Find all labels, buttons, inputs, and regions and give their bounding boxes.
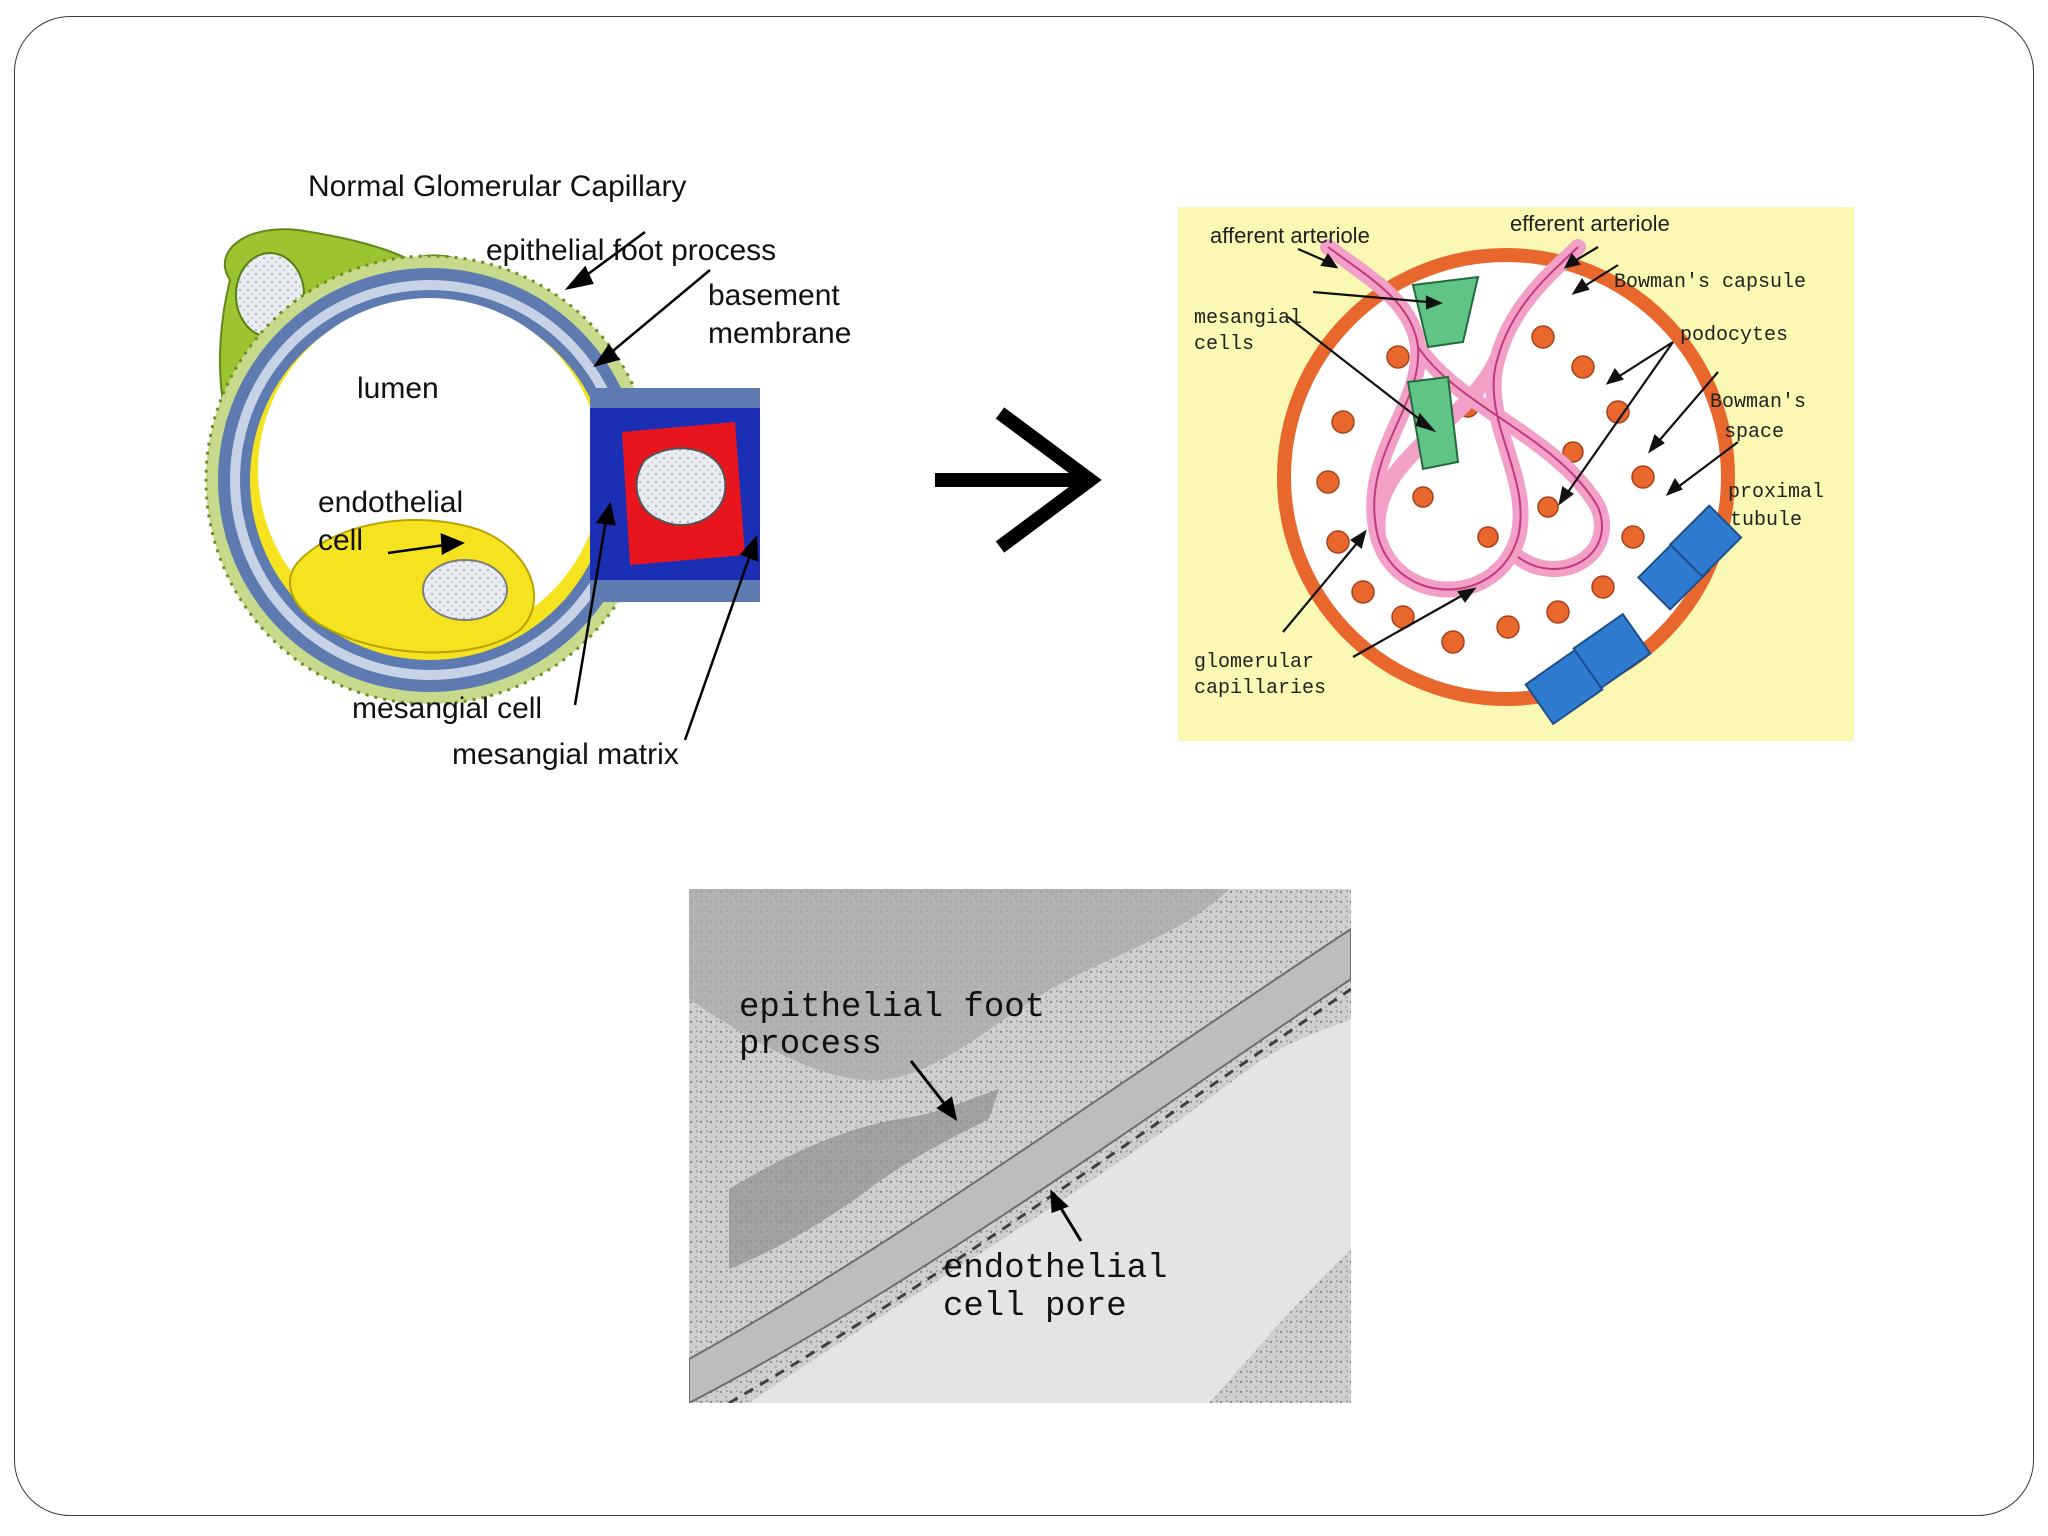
label-efferent: efferent arteriole	[1510, 211, 1670, 236]
label-mesangial-matrix: mesangial matrix	[452, 738, 679, 771]
label-mesangial-cell: mesangial cell	[352, 692, 542, 725]
label-em-pore-1: endothelial	[943, 1250, 1167, 1288]
mesangial-nucleus	[635, 447, 727, 526]
mesangial-bm-top	[590, 388, 760, 408]
glomerulus-diagram: afferent arteriole efferent arteriole Bo…	[1178, 207, 1854, 741]
label-bowmans-space-2: space	[1724, 421, 1784, 444]
right-arrow-icon	[935, 407, 1102, 553]
label-basement-2: membrane	[708, 317, 851, 350]
capillary-leaders	[387, 230, 759, 741]
electron-micrograph: epithelial foot process endothelial cell…	[689, 889, 1351, 1403]
label-em-pore-2: cell pore	[943, 1288, 1127, 1326]
basement-membrane-band	[689, 927, 1351, 1403]
label-mesangial-2: cells	[1194, 333, 1254, 356]
micrograph-arrows	[909, 1060, 1083, 1242]
epithelial-cytoplasm	[689, 889, 1229, 1081]
endothelial-fenestrations	[728, 987, 1351, 1403]
capillary-title: Normal Glomerular Capillary	[308, 170, 686, 203]
label-em-foot-1: epithelial foot	[739, 989, 1045, 1027]
foot-processes	[729, 1089, 999, 1269]
label-glomerular-2: capillaries	[1194, 677, 1326, 700]
capillary-diagram: Normal Glomerular Capillary epithelial f…	[204, 170, 851, 771]
label-bowmans-space-1: Bowman's	[1710, 391, 1806, 414]
label-proximal-1: proximal	[1728, 481, 1824, 504]
capillary-lumen-region	[749, 1019, 1351, 1403]
label-glomerular-1: glomerular	[1194, 651, 1314, 674]
label-proximal-2: tubule	[1730, 509, 1802, 532]
label-afferent: afferent arteriole	[1210, 223, 1370, 248]
label-mesangial-1: mesangial	[1194, 307, 1302, 330]
mesangial-bm-bottom	[590, 580, 760, 602]
label-podocytes: podocytes	[1680, 324, 1788, 347]
label-endothelial-1: endothelial	[318, 486, 463, 519]
label-foot-process: epithelial foot process	[486, 234, 776, 267]
mesangial-cells	[1406, 275, 1480, 471]
glomerulus-leaders	[1282, 246, 1739, 658]
label-basement-1: basement	[708, 279, 840, 312]
label-bowmans-capsule: Bowman's capsule	[1614, 271, 1806, 294]
label-lumen: lumen	[357, 372, 439, 405]
endothelial-nucleus	[422, 559, 508, 621]
proximal-tubule	[1524, 504, 1743, 726]
label-endothelial-2: cell	[318, 524, 363, 557]
label-em-foot-2: process	[739, 1026, 882, 1064]
glomerular-capillaries-edge	[1327, 246, 1603, 591]
